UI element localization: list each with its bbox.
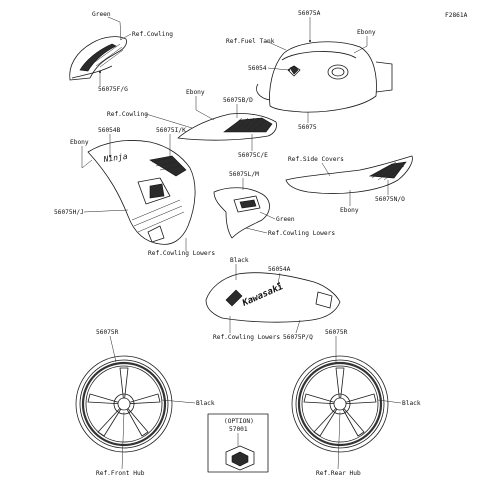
diagram-code: F2861A [445,12,468,19]
label-black-left-wheel: Black [196,400,215,407]
label-ref-rear-hub: Ref.Rear Hub [316,470,361,477]
label-56054: 56054 [248,65,267,72]
label-56075CE: 56075C/E [238,152,268,159]
label-ref-cowling-top: Ref.Cowling [132,31,173,38]
label-green-top: Green [92,11,111,18]
label-ref-cowling-lowers-left: Ref.Cowling Lowers [148,250,215,257]
tool-57001 [225,445,255,471]
label-56054B: 56054B [98,127,121,134]
label-ebony-mid: Ebony [186,89,205,96]
label-56075LM: 56075L/M [229,171,259,178]
label-ebony-left: Ebony [70,139,89,146]
label-ref-cowling-lowers-bottom: Ref.Cowling Lowers [213,334,280,341]
decal-56075BD-CE [177,113,277,141]
label-56075NO: 56075N/O [375,196,405,203]
decal-56075FG [69,36,127,81]
decal-lower-cowling: Kawasaki [205,272,341,323]
label-green-mid: Green [276,216,295,223]
front-wheel-rim-decal [75,355,173,453]
label-ref-fuel-tank: Ref.Fuel Tank [226,38,275,45]
label-ref-front-hub: Ref.Front Hub [96,470,145,477]
decal-ninja-text: Ninja [102,152,128,164]
label-56075PQ: 56075P/Q [283,334,313,341]
label-ebony-side: Ebony [340,207,359,214]
label-56075A: 56075A [298,10,321,17]
label-56075R-right: 56075R [325,329,348,336]
label-56075HJ: 56075H/J [54,209,84,216]
label-56075FG: 56075F/G [98,86,128,93]
label-57001: 57001 [229,426,248,433]
fuel-tank-decals [256,41,393,113]
decal-main-fairing: Ninja [87,140,196,245]
decal-kawasaki-text: Kawasaki [240,281,285,309]
decal-56075LM [213,187,270,239]
label-56054A: 56054A [268,266,291,273]
label-ref-cowling-lowers-mid: Ref.Cowling Lowers [268,230,335,237]
leader-green-top [107,16,122,41]
label-56075IK: 56075I/K [156,127,186,134]
label-56075R-left: 56075R [96,329,119,336]
label-ref-side-covers: Ref.Side Covers [288,156,344,163]
label-black-lower: Black [230,257,249,264]
option-57001-box: (OPTION) 57001 [207,413,269,473]
rear-wheel-rim-decal [291,355,389,453]
label-ebony-tank: Ebony [357,29,376,36]
label-ref-cowling-mid: Ref.Cowling [107,111,148,118]
label-black-right-wheel: Black [402,400,421,407]
decal-56075NO [285,155,413,194]
label-56075BD: 56075B/D [223,97,253,104]
label-56075: 56075 [298,124,317,131]
label-option: (OPTION) [224,418,254,425]
